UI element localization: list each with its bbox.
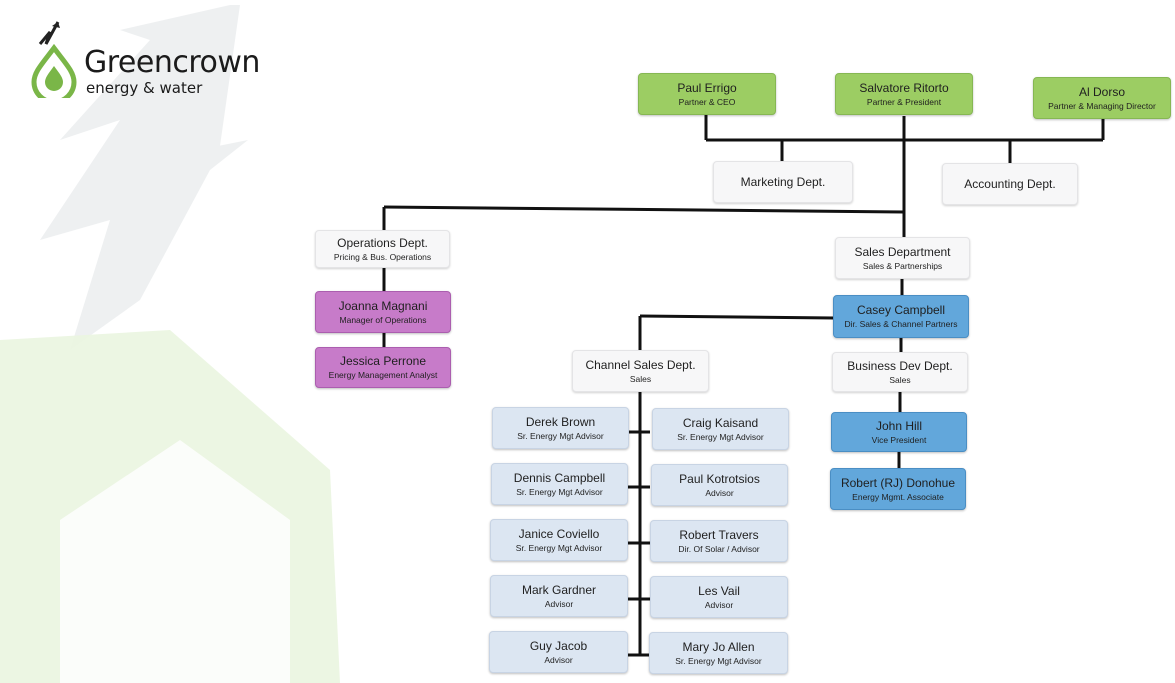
staff-title: Sr. Energy Mgt Advisor <box>517 430 604 441</box>
staff-name: Joanna Magnani <box>338 298 428 313</box>
staff-name: Les Vail <box>698 583 740 598</box>
channel-staff-box: Derek Brown Sr. Energy Mgt Advisor <box>492 407 629 449</box>
dept-name: Operations Dept. <box>337 235 428 250</box>
operations-dept-box: Operations Dept. Pricing & Bus. Operatio… <box>315 230 450 268</box>
logo-tagline: energy & water <box>86 79 203 97</box>
exec-name: Al Dorso <box>1078 84 1125 99</box>
dept-sub: Sales <box>889 374 911 385</box>
droplet-logo-icon <box>31 21 77 98</box>
dept-name: Channel Sales Dept. <box>585 357 696 372</box>
channel-staff-box: Mary Jo Allen Sr. Energy Mgt Advisor <box>649 632 788 674</box>
channel-staff-box: Janice Coviello Sr. Energy Mgt Advisor <box>490 519 628 561</box>
staff-title: Sr. Energy Mgt Advisor <box>677 431 764 442</box>
staff-title: Advisor <box>705 487 734 498</box>
channel-dept-box: Channel Sales Dept. Sales <box>572 350 709 392</box>
dept-name: Marketing Dept. <box>740 175 826 189</box>
channel-staff-box: Les Vail Advisor <box>650 576 788 618</box>
lightning-bolt-watermark <box>40 5 248 350</box>
staff-name: Mark Gardner <box>521 582 597 597</box>
staff-title: Sr. Energy Mgt Advisor <box>516 486 603 497</box>
dept-name: Business Dev Dept. <box>847 358 953 373</box>
staff-name: Derek Brown <box>525 414 596 429</box>
staff-name: John Hill <box>875 418 923 433</box>
exec-name: Salvatore Ritorto <box>859 80 949 95</box>
staff-title: Advisor <box>544 598 574 609</box>
staff-name: Robert (RJ) Donohue <box>840 475 956 490</box>
staff-title: Sr. Energy Mgt Advisor <box>515 542 603 553</box>
operations-staff-box: Jessica Perrone Energy Management Analys… <box>315 347 451 388</box>
staff-name: Robert Travers <box>679 527 759 542</box>
staff-name: Mary Jo Allen <box>682 639 755 654</box>
staff-name: Guy Jacob <box>529 638 588 653</box>
staff-name: Paul Kotrotsios <box>679 471 760 486</box>
sales-lead-box: Casey Campbell Dir. Sales & Channel Part… <box>833 295 969 338</box>
staff-title: Advisor <box>544 654 573 665</box>
channel-staff-box: Mark Gardner Advisor <box>490 575 628 617</box>
exec-box: Al Dorso Partner & Managing Director <box>1033 77 1171 119</box>
company-logo <box>28 18 288 108</box>
channel-bus <box>639 314 835 320</box>
dept-sub: Pricing & Bus. Operations <box>333 251 432 262</box>
staff-title: Dir. Of Solar / Advisor <box>678 543 760 554</box>
staff-title: Sr. Energy Mgt Advisor <box>675 655 762 666</box>
staff-title: Advisor <box>704 599 734 610</box>
logo-name: Greencrown <box>84 45 260 80</box>
staff-name: Craig Kaisand <box>682 415 759 430</box>
dept-sub: Sales & Partnerships <box>862 260 943 271</box>
exec-title: Partner & Managing Director <box>1048 100 1156 111</box>
ops-sales-bus <box>383 205 905 214</box>
staff-name: Dennis Campbell <box>513 470 606 485</box>
staff-name: Janice Coviello <box>518 526 600 541</box>
staff-title: Energy Mgmt. Associate <box>852 491 944 502</box>
exec-title: Partner & President <box>866 96 942 107</box>
dept-name: Sales Department <box>854 244 951 259</box>
exec-box: Paul Errigo Partner & CEO <box>638 73 776 115</box>
exec-title: Partner & CEO <box>678 96 736 107</box>
staff-title: Dir. Sales & Channel Partners <box>844 319 958 329</box>
staff-title: Energy Management Analyst <box>328 370 438 380</box>
channel-staff-box: Paul Kotrotsios Advisor <box>651 464 788 506</box>
dept-sub: Sales <box>629 373 652 384</box>
exec-name: Paul Errigo <box>677 80 737 95</box>
staff-title: Vice President <box>871 434 927 445</box>
business-dev-dept-box: Business Dev Dept. Sales <box>832 352 968 392</box>
accounting-dept-box: Accounting Dept. <box>942 163 1078 205</box>
marketing-dept-box: Marketing Dept. <box>713 161 853 203</box>
business-dev-staff-box: Robert (RJ) Donohue Energy Mgmt. Associa… <box>830 468 966 510</box>
channel-staff-box: Guy Jacob Advisor <box>489 631 628 673</box>
dept-name: Accounting Dept. <box>964 177 1056 191</box>
house-watermark-inner <box>60 440 290 683</box>
channel-staff-box: Dennis Campbell Sr. Energy Mgt Advisor <box>491 463 628 505</box>
channel-staff-box: Robert Travers Dir. Of Solar / Advisor <box>650 520 788 562</box>
staff-name: Casey Campbell <box>856 303 946 317</box>
channel-staff-box: Craig Kaisand Sr. Energy Mgt Advisor <box>652 408 789 450</box>
business-dev-staff-box: John Hill Vice President <box>831 412 967 452</box>
sales-dept-box: Sales Department Sales & Partnerships <box>835 237 970 279</box>
operations-staff-box: Joanna Magnani Manager of Operations <box>315 291 451 333</box>
exec-box: Salvatore Ritorto Partner & President <box>835 73 973 115</box>
staff-name: Jessica Perrone <box>339 354 427 368</box>
staff-title: Manager of Operations <box>339 314 427 325</box>
